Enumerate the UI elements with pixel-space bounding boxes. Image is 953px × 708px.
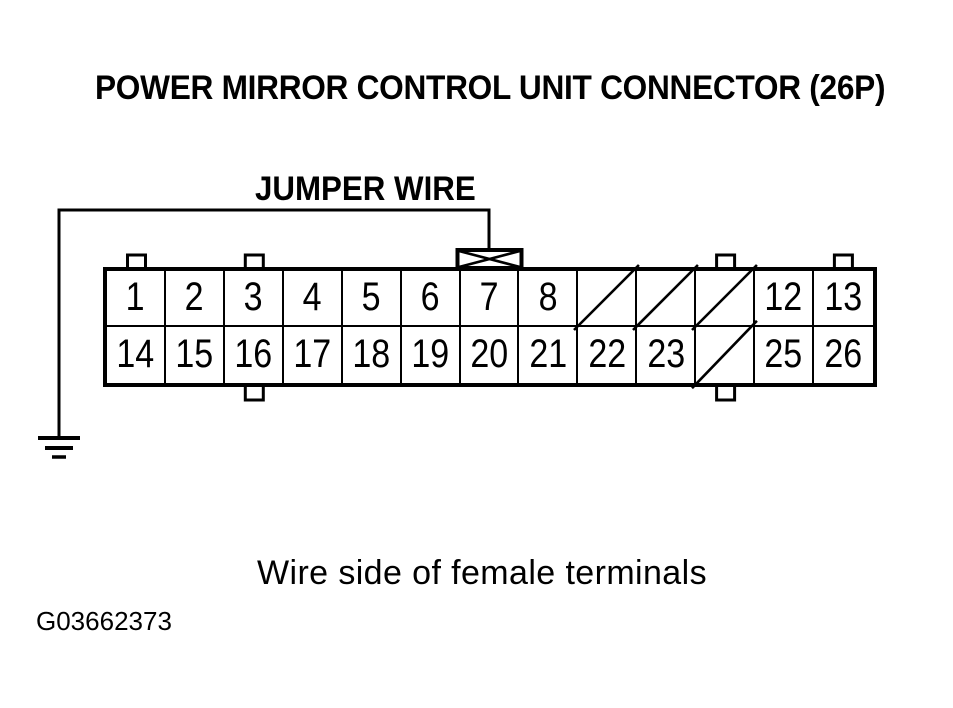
jumper-wire-label: JUMPER WIRE	[255, 170, 476, 208]
pin-number: 19	[411, 331, 449, 376]
connector-cavity-pin-15: 15	[166, 327, 225, 383]
blocked-slash-icon	[691, 319, 759, 390]
jumper-wire	[57, 208, 491, 437]
connector-cavity-pin-3: 3	[224, 271, 284, 327]
pin-number: 8	[538, 274, 558, 319]
pin-number: 16	[234, 331, 273, 376]
connector-cavity-pin-18: 18	[343, 327, 402, 383]
connector-cavity-pin-17: 17	[284, 327, 343, 383]
connector-cavity-pin-26: 26	[814, 327, 873, 383]
pin-number: 17	[293, 331, 332, 376]
jumper-probe-icon	[455, 248, 524, 270]
connector-cavity-pin-20: 20	[461, 327, 520, 383]
connector-cavity-pin-22: 22	[578, 327, 638, 383]
pin-number: 25	[764, 331, 803, 376]
figure-id: G03662373	[36, 606, 172, 636]
connector-cavity-pin-14: 14	[107, 327, 166, 383]
pin-number: 21	[528, 331, 567, 376]
connector-cavity-pin-23: 23	[637, 327, 697, 383]
pin-number: 15	[175, 331, 214, 376]
pin-number: 18	[352, 331, 391, 376]
connector-cavity-pin-7: 7	[460, 271, 520, 327]
pin-number: 14	[116, 331, 155, 376]
pin-number: 4	[302, 274, 322, 319]
connector-cavity-pin-8: 8	[519, 271, 579, 327]
pin-number: 2	[184, 274, 204, 319]
pin-number: 1	[125, 274, 145, 319]
connector-cavity-pin-4: 4	[283, 271, 343, 327]
connector-cavity-pin-16: 16	[225, 327, 284, 383]
pin-number: 13	[824, 274, 863, 319]
blocked-slash-icon	[632, 264, 700, 331]
pin-number: 6	[420, 274, 440, 319]
connector-cavity-pin-1: 1	[107, 271, 166, 327]
connector-cavity-pin-2: 2	[165, 271, 225, 327]
pin-number: 5	[361, 274, 381, 319]
connector-cavity-blocked	[691, 264, 759, 331]
ground-icon	[38, 436, 80, 459]
pin-number: 22	[587, 331, 626, 376]
connector-cavity-blocked	[573, 264, 641, 331]
connector-cavity-pin-5: 5	[342, 271, 402, 327]
connector-cavity-pin-25: 25	[755, 327, 815, 383]
pin-number: 12	[764, 274, 803, 319]
connector-cavity-pin-6: 6	[401, 271, 461, 327]
connector-cavity-pin-21: 21	[519, 327, 579, 383]
pin-number: 23	[646, 331, 685, 376]
pin-number: 7	[479, 274, 499, 319]
blocked-slash-icon	[573, 264, 641, 331]
page-title: POWER MIRROR CONTROL UNIT CONNECTOR (26P…	[95, 69, 886, 107]
connector-cavity-blocked	[691, 319, 759, 390]
connector-cavity-pin-12: 12	[755, 271, 815, 327]
pin-number: 20	[470, 331, 508, 376]
connector-cavity-blocked	[632, 264, 700, 331]
connector-cavity-pin-19: 19	[402, 327, 461, 383]
connector-cavity-pin-13: 13	[814, 271, 873, 327]
pin-number: 3	[243, 274, 263, 319]
caption: Wire side of female terminals	[257, 554, 707, 592]
pin-number: 26	[824, 331, 863, 376]
blocked-slash-icon	[691, 264, 759, 331]
